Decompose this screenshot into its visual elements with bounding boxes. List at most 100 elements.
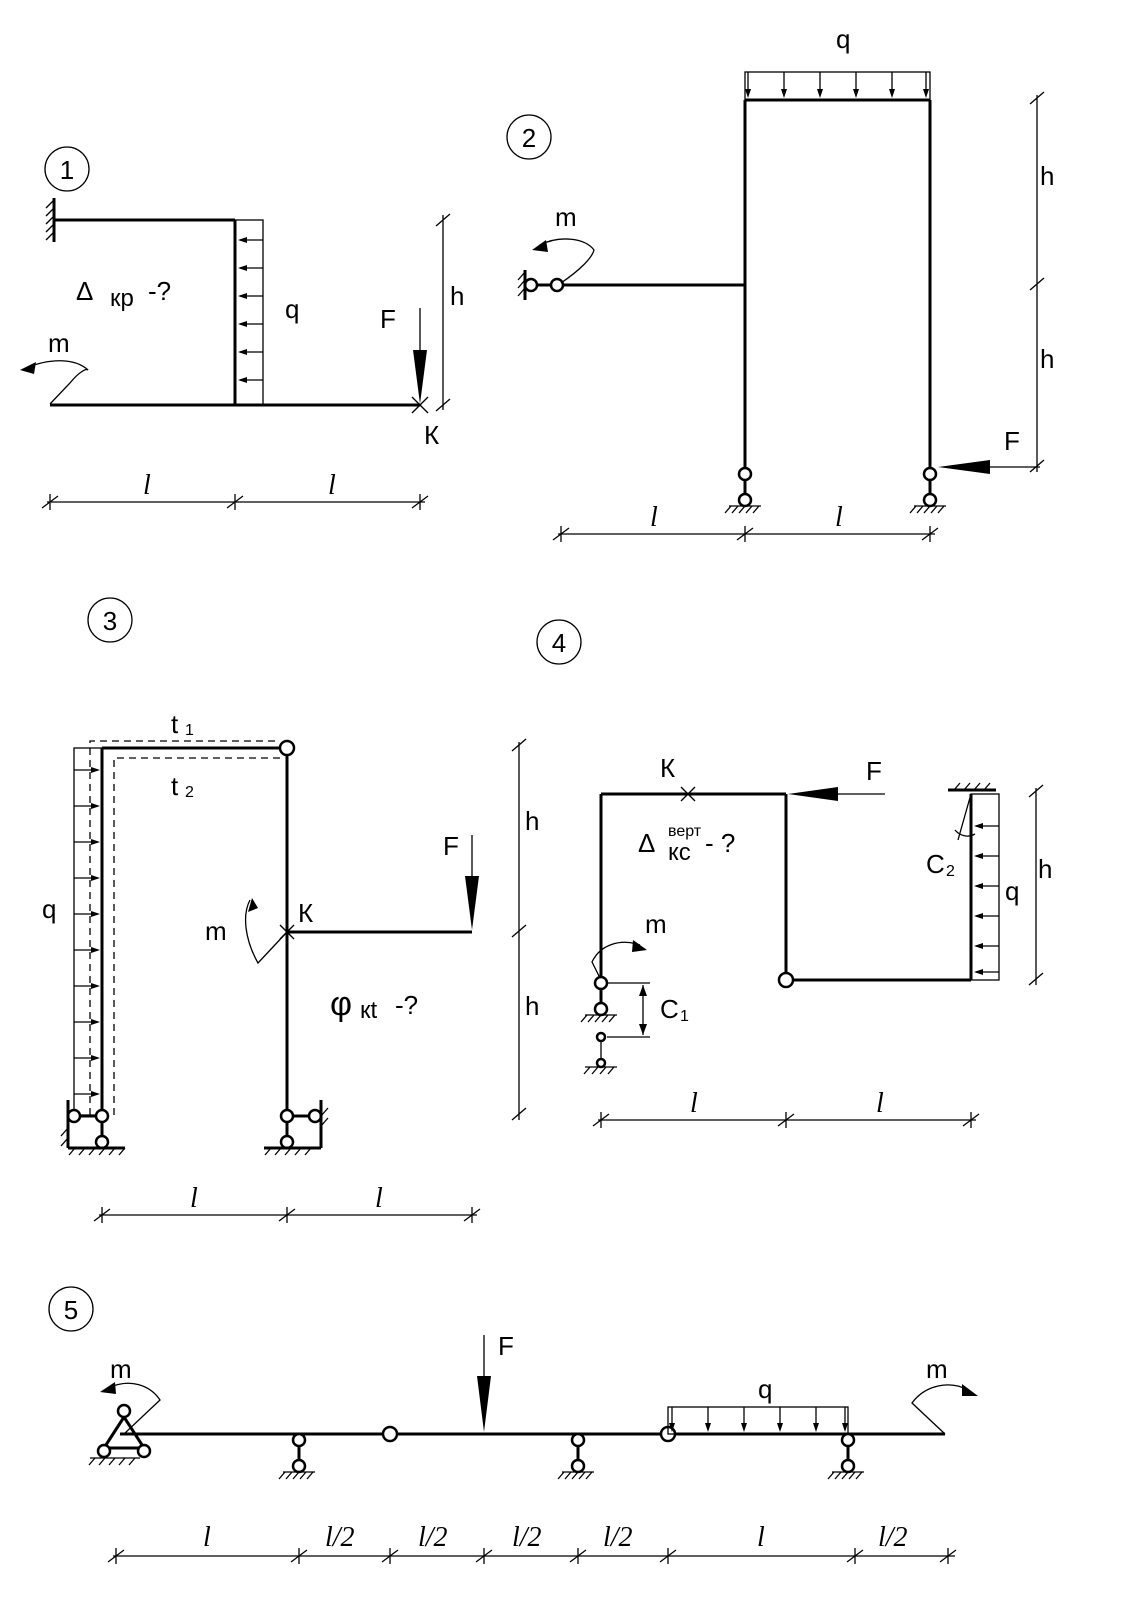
moment-arrow bbox=[20, 362, 36, 374]
l-label-1: l bbox=[650, 502, 658, 533]
k-label: К bbox=[424, 420, 439, 450]
m-label: m bbox=[555, 202, 577, 232]
q-label: q bbox=[1005, 876, 1019, 906]
force-f-arrow bbox=[477, 1376, 491, 1432]
load-arrows bbox=[745, 72, 929, 98]
l-label-2: l bbox=[876, 1088, 884, 1119]
l-label-1: l bbox=[143, 470, 151, 501]
diagram-5: 5 m F bbox=[48, 1286, 978, 1564]
c2-label: C bbox=[926, 849, 945, 879]
diagram-3-number-circle bbox=[87, 597, 133, 643]
l2-label-4: l/2 bbox=[603, 1522, 633, 1553]
load-arrows bbox=[74, 767, 100, 1097]
diagram-1-number-circle bbox=[44, 146, 90, 192]
m-label: m bbox=[48, 328, 70, 358]
force-f-arrow bbox=[465, 876, 479, 930]
c1-label: C bbox=[660, 994, 679, 1024]
f-label: F bbox=[380, 304, 396, 334]
right-pin-support bbox=[910, 468, 946, 513]
t1-label: t bbox=[171, 709, 179, 739]
dimension-ticks bbox=[107, 1548, 957, 1564]
phi-subscript: кt bbox=[360, 997, 378, 1024]
support-2 bbox=[279, 1434, 315, 1479]
l-label-2: l bbox=[375, 1183, 383, 1214]
h-label-1: h bbox=[1040, 161, 1054, 191]
left-pin-support bbox=[725, 468, 761, 513]
delta-superscript: верт bbox=[668, 823, 702, 840]
distributed-load-q bbox=[667, 1406, 849, 1435]
m-label: m bbox=[645, 909, 667, 939]
q-label: q bbox=[42, 894, 56, 924]
moment-arrow bbox=[248, 898, 258, 912]
left-fixed-pin-support bbox=[88, 1403, 152, 1466]
l2-label-5: l/2 bbox=[878, 1522, 908, 1553]
t1-subscript: 1 bbox=[185, 722, 194, 739]
left-moment-arrow bbox=[100, 1382, 116, 1394]
force-f-arrow bbox=[938, 460, 990, 474]
l2-label-3: l/2 bbox=[512, 1522, 542, 1553]
moment-curve bbox=[244, 899, 288, 965]
hinge-support bbox=[523, 277, 539, 293]
moment-arc bbox=[49, 368, 89, 405]
q-label: q bbox=[836, 24, 850, 54]
l-label-1: l bbox=[190, 1183, 198, 1214]
diagram-4: 4 К F Δ верт кс - ? C 2 bbox=[536, 619, 1052, 1128]
diagram-5-number-circle bbox=[48, 1286, 94, 1332]
wall-hatch bbox=[45, 199, 55, 241]
right-moment-curve bbox=[911, 1384, 969, 1435]
h-label: h bbox=[1038, 854, 1052, 884]
moment-arrow bbox=[532, 240, 548, 252]
l-label-2: l bbox=[757, 1522, 765, 1553]
delta-question: -? bbox=[148, 276, 171, 306]
l-label-2: l bbox=[328, 470, 336, 501]
load-arrows bbox=[974, 823, 999, 975]
l2-label-2: l/2 bbox=[418, 1522, 448, 1553]
support-3 bbox=[558, 1434, 594, 1479]
left-moment-curve bbox=[107, 1382, 161, 1435]
moment-arrow bbox=[632, 940, 647, 952]
delta-subscript: кс bbox=[668, 839, 691, 866]
f-label: F bbox=[866, 756, 882, 786]
f-label: F bbox=[1004, 426, 1020, 456]
l2-label-1: l/2 bbox=[325, 1522, 355, 1553]
distributed-load-q bbox=[234, 219, 264, 406]
h-label: h bbox=[450, 281, 464, 311]
distributed-load-q bbox=[970, 793, 1000, 981]
top-hinge bbox=[278, 739, 296, 757]
q-label: q bbox=[285, 294, 299, 324]
force-f-arrow bbox=[788, 787, 838, 801]
moment-curve bbox=[539, 238, 595, 284]
h-label-2: h bbox=[525, 991, 539, 1021]
hinge bbox=[549, 277, 565, 293]
q-label: q bbox=[758, 1374, 772, 1404]
diagram-3: 3 t 1 t 2 q bbox=[42, 597, 539, 1223]
diagram-1-number: 1 bbox=[60, 155, 74, 185]
l-label-1: l bbox=[203, 1522, 211, 1553]
right-moment-arrow bbox=[962, 1384, 978, 1396]
phi-question: -? bbox=[395, 990, 418, 1020]
t2-subscript: 2 bbox=[185, 784, 194, 801]
load-arrows bbox=[238, 237, 263, 383]
hinge bbox=[777, 971, 795, 989]
diagram-1: 1 q Δ кр -? bbox=[20, 146, 464, 510]
k-label: К bbox=[660, 753, 675, 783]
m-label: m bbox=[205, 916, 227, 946]
temperature-inner-line bbox=[113, 757, 280, 1115]
k-label: К bbox=[298, 898, 313, 928]
f-label: F bbox=[498, 1331, 514, 1361]
diagram-3-number: 3 bbox=[103, 606, 117, 636]
h-label-1: h bbox=[525, 806, 539, 836]
diagram-2-number-circle bbox=[506, 114, 552, 160]
m-label-left: m bbox=[110, 1354, 132, 1384]
support-4 bbox=[828, 1434, 864, 1479]
diagram-4-number-circle bbox=[536, 619, 582, 665]
phi-symbol: φ bbox=[330, 985, 352, 1023]
c2-rotation-line bbox=[957, 793, 972, 841]
m-label-right: m bbox=[926, 1354, 948, 1384]
l-label-1: l bbox=[690, 1088, 698, 1119]
load-arrows bbox=[669, 1407, 848, 1432]
hinge-1 bbox=[381, 1425, 399, 1443]
force-f-arrow bbox=[413, 350, 427, 404]
f-label: F bbox=[443, 831, 459, 861]
diagram-4-number: 4 bbox=[552, 628, 566, 658]
